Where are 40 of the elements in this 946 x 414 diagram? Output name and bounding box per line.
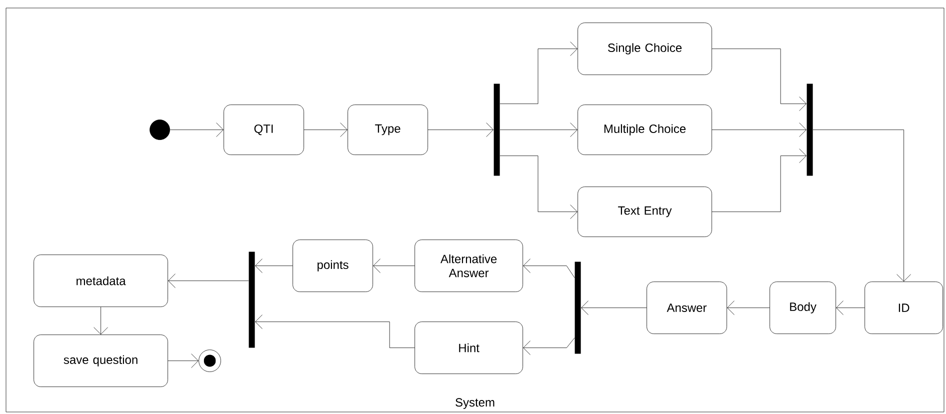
action-box: Text Entry: [578, 186, 712, 237]
sync-bar: [574, 262, 581, 354]
end-dot: [198, 350, 221, 372]
arrow: [712, 122, 807, 137]
action-box: QTI: [224, 104, 304, 155]
arrow: [523, 338, 575, 355]
arrow: [712, 48, 807, 111]
arrow: [255, 314, 415, 348]
action-box: Single Choice: [578, 22, 712, 75]
start-dot: [150, 120, 170, 140]
arrow: [373, 258, 415, 273]
action-box: Multiple Choice: [578, 104, 712, 155]
sync-bar: [494, 84, 500, 176]
sync-bar: [806, 84, 813, 176]
arrow: [836, 300, 865, 315]
arrow: [170, 122, 224, 137]
arrow: [500, 42, 578, 104]
action-box: Hint: [414, 322, 523, 374]
arrow: [304, 122, 348, 137]
arrow: [94, 306, 108, 334]
action-box: Body: [770, 282, 836, 334]
arrow: [523, 258, 575, 278]
arrow: [712, 148, 807, 212]
action-box: Answer: [646, 282, 727, 334]
action-box: ID: [864, 282, 943, 334]
action-box: save question: [34, 334, 168, 387]
action-box: points: [292, 240, 373, 292]
arrow: [727, 300, 770, 315]
sync-bar: [248, 252, 255, 348]
arrow: [428, 122, 494, 137]
action-box: Alternative Answer: [414, 240, 523, 292]
arrow: [168, 354, 199, 368]
arrow: [255, 258, 293, 273]
arrow: [581, 300, 647, 315]
action-box: metadata: [34, 254, 168, 307]
arrow: [812, 130, 911, 282]
arrow: [168, 274, 249, 288]
action-box: Type: [348, 104, 428, 155]
arrow: [500, 122, 578, 137]
arrow: [500, 156, 578, 219]
